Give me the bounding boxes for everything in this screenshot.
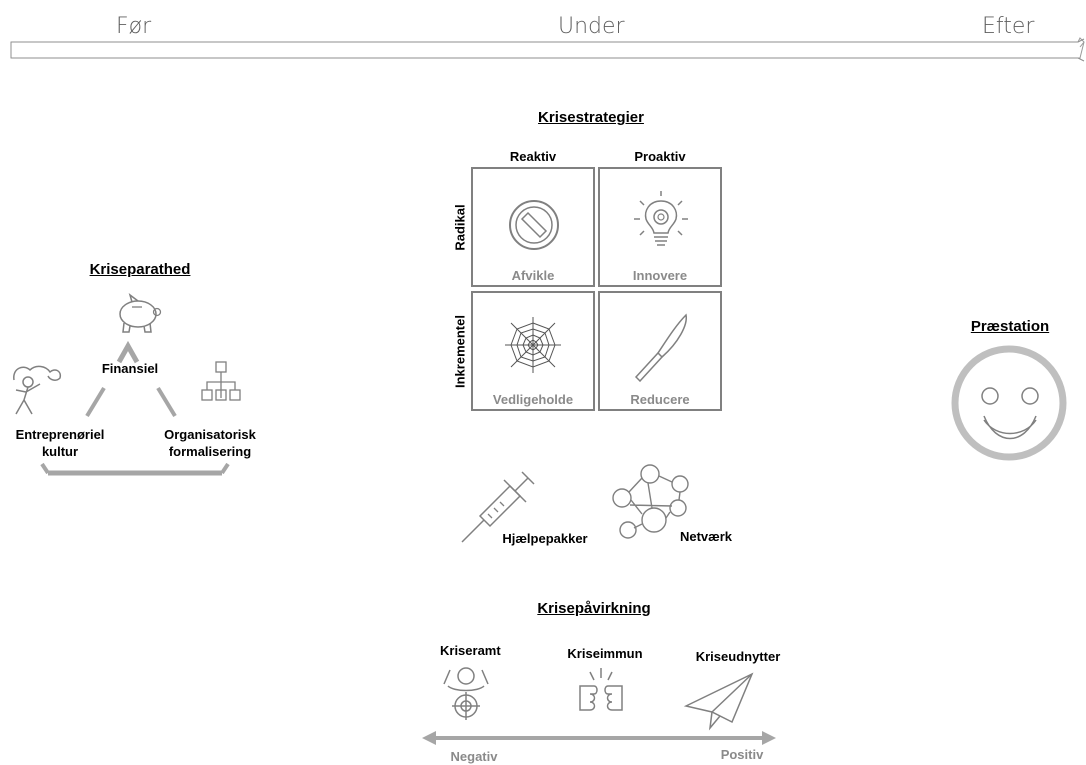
org-chart-icon [201,361,241,401]
paper-plane-icon [683,672,754,731]
impact-title: Krisepåvirkning [537,600,651,617]
cell-phase-out-label: Afvikle [511,268,555,283]
col-proactive-label: Proaktiv [634,149,686,164]
cell-innovate-label: Innovere [632,268,688,283]
network-label: Netværk [679,529,733,544]
no-entry-icon [509,200,559,250]
preparedness-title: Kriseparathed [89,261,191,278]
crisis-hit-label: Kriseramt [440,643,501,658]
cell-phase-out: Afvikle [471,167,595,287]
timeline-arrow [10,37,1085,62]
phase-after-label: Efter [982,14,1035,39]
impact-scale-arrow [422,731,776,745]
strategies-title: Krisestrategier [538,109,644,126]
spider-web-icon [505,317,561,373]
network-icon [612,464,689,539]
row-radical-label: Radikal [452,204,468,251]
knife-icon [634,313,687,383]
financial-label: Finansiel [101,361,159,376]
preparedness-triangle [40,340,230,476]
aid-packages-label: Hjælpepakker [502,531,588,546]
target-person-icon [443,667,489,720]
positive-label: Positiv [720,747,764,762]
negative-label: Negativ [450,749,498,764]
crisis-exploiter-label: Kriseudnytter [695,649,781,664]
phase-during-label: Under [558,14,625,39]
cell-reduce: Reducere [598,291,722,411]
formalization-label: Organisatorisk formalisering [164,427,256,459]
cell-innovate: Innovere [598,167,722,287]
row-incremental-label: Inkrementel [452,315,468,388]
col-reactive-label: Reaktiv [509,149,557,164]
cell-reduce-label: Reducere [630,392,690,407]
smiley-icon [951,345,1067,461]
syringe-icon [461,471,535,543]
crisis-immune-label: Kriseimmun [567,646,643,661]
cell-maintain: Vedligeholde [471,291,595,411]
cell-maintain-label: Vedligeholde [492,392,574,407]
phase-before-label: Før [116,14,152,39]
fists-icon [579,668,623,711]
culture-label: Entreprenøriel kultur [15,427,105,459]
piggy-bank-icon [119,293,162,333]
lightbulb-gear-icon [634,191,688,246]
performance-title: Præstation [970,318,1050,335]
dancer-icon [13,365,62,415]
